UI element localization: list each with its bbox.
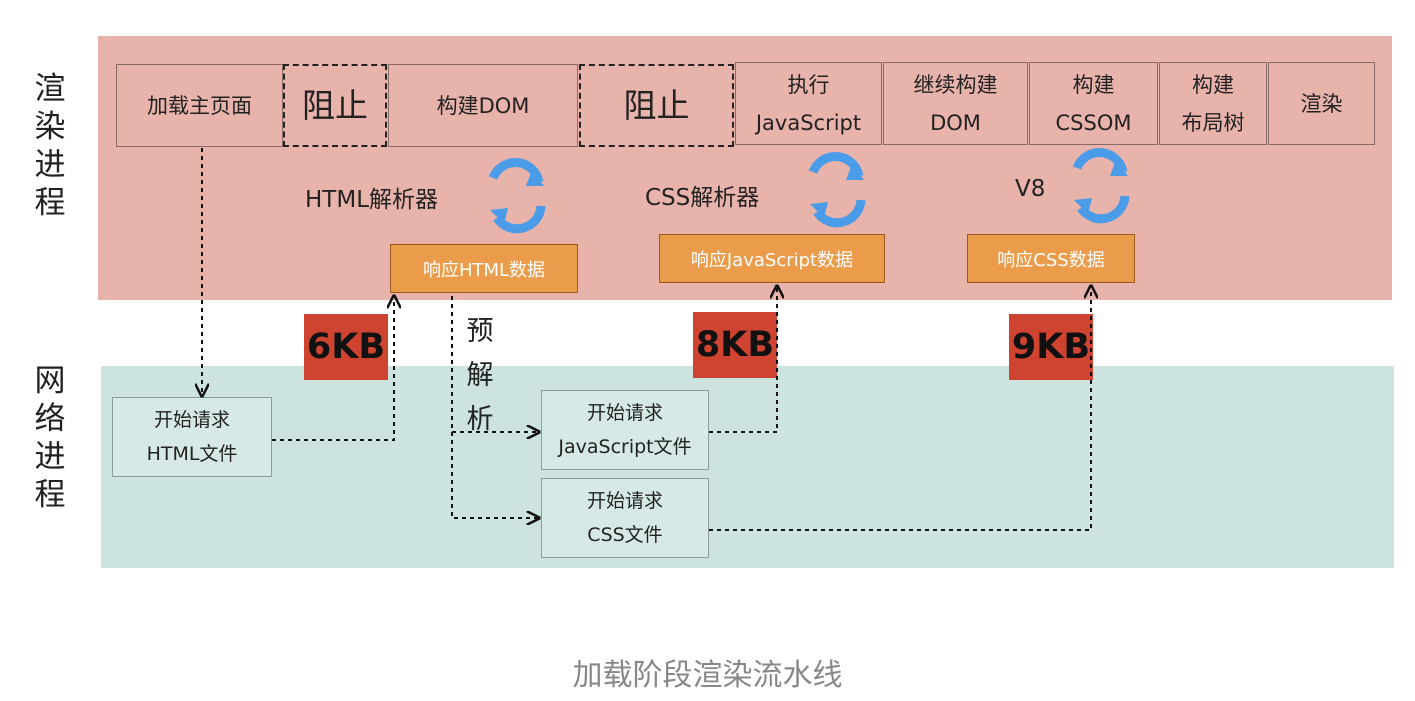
arrow-js-request-to-response: [709, 286, 777, 433]
stage-build-layout-tree: 构建 布局树: [1159, 62, 1267, 145]
arrow-preparse-to-css-request: [451, 432, 539, 518]
stage-load-main-page: 加载主页面: [116, 64, 283, 147]
stage-continue-build-dom: 继续构建 DOM: [883, 62, 1028, 145]
request-css-line2: CSS文件: [587, 524, 663, 546]
request-css-box: 开始请求 CSS文件: [541, 478, 709, 558]
stage-block-1: 阻止: [283, 64, 387, 147]
preparse-label: 预 解 析: [466, 316, 494, 435]
request-html-line1: 开始请求: [153, 409, 230, 431]
arrow-html-request-to-response: [272, 296, 394, 441]
request-css-line1: 开始请求: [586, 490, 663, 512]
response-html-box: 响应HTML数据: [390, 244, 578, 293]
network-process-lane: [101, 366, 1394, 568]
stage-build-dom: 构建DOM: [388, 64, 578, 147]
arrow-css-request-to-response: [709, 286, 1091, 531]
network-process-label: 网 络 进 程: [34, 363, 66, 513]
arrow-preparse-to-js-request: [451, 296, 539, 432]
stage-render: 渲染: [1268, 62, 1375, 145]
response-javascript-box: 响应JavaScript数据: [659, 234, 885, 283]
size-badge-6kb: 6KB: [304, 314, 388, 380]
request-html-box: 开始请求 HTML文件: [112, 397, 272, 477]
v8-label: V8: [1015, 176, 1046, 202]
refresh-icon: [488, 158, 546, 234]
stage-execute-javascript: 执行 JavaScript: [735, 62, 882, 145]
refresh-icon: [808, 152, 866, 228]
diagram-caption: 加载阶段渲染流水线: [572, 658, 843, 693]
stage-block-2: 阻止: [579, 64, 734, 147]
request-javascript-line2: JavaScript文件: [558, 436, 692, 458]
render-process-label: 渲 染 进 程: [34, 71, 66, 221]
css-parser-label: CSS解析器: [645, 185, 760, 211]
request-javascript-line1: 开始请求: [586, 402, 663, 424]
size-badge-9kb: 9KB: [1009, 314, 1093, 380]
request-javascript-box: 开始请求 JavaScript文件: [541, 390, 709, 470]
stage-build-cssom: 构建 CSSOM: [1029, 62, 1158, 145]
refresh-icon: [1072, 148, 1130, 224]
response-css-box: 响应CSS数据: [967, 234, 1135, 283]
html-parser-label: HTML解析器: [305, 187, 439, 213]
request-html-line2: HTML文件: [146, 443, 238, 465]
size-badge-8kb: 8KB: [693, 312, 777, 378]
